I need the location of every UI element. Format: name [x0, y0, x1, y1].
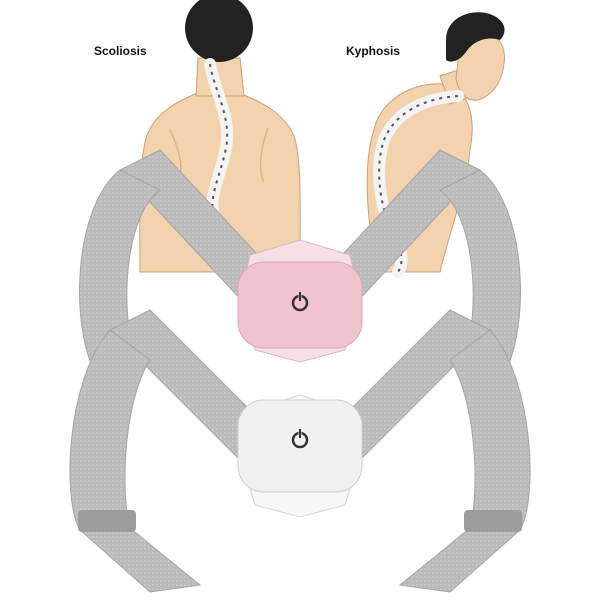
power-icon[interactable] [291, 429, 309, 449]
lower-brace [69, 309, 531, 593]
buckle-left [78, 510, 136, 532]
scoliosis-label: Scoliosis [94, 44, 147, 58]
scoliosis-shoulder-blade-right [259, 127, 269, 183]
pink-device-body [237, 261, 363, 349]
kyphosis-label: Kyphosis [346, 44, 401, 58]
scoliosis-head [185, 0, 253, 62]
lower-tail-left [78, 527, 202, 593]
lower-loop-left [69, 329, 151, 531]
kyphosis-hair [446, 12, 505, 62]
lower-tail-right [398, 527, 522, 593]
buckle-right [464, 510, 522, 532]
lower-loop-right [449, 329, 531, 531]
power-icon[interactable] [291, 292, 309, 312]
upper-brace [79, 149, 521, 381]
kyphosis-spine-outline [378, 95, 459, 273]
